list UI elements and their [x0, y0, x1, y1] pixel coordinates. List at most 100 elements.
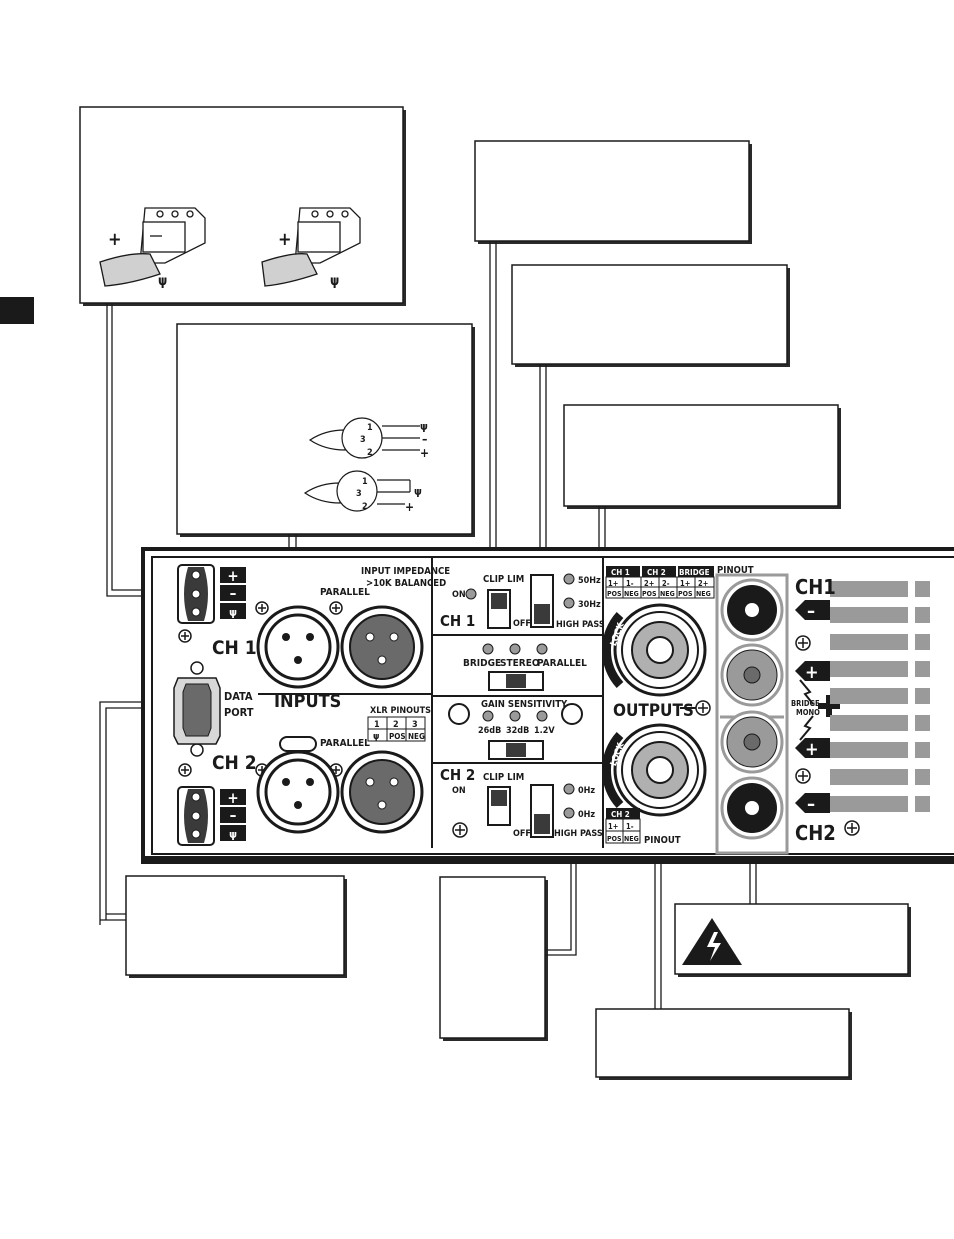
on-label-ch2: ON [452, 786, 466, 796]
binding-post-ch1-label: CH1 [795, 575, 836, 599]
high-pass-label-ch2: HIGH PASS [554, 829, 603, 839]
mode-leds [482, 643, 548, 655]
speakon-output-ch2[interactable] [602, 723, 707, 817]
callout-xlr-wiring: 1 3 2 ψ – + 1 3 2 ψ + [176, 323, 475, 537]
gain-32db: 32dB [506, 726, 529, 736]
binding-post-ch2-pos[interactable] [720, 710, 784, 774]
pinout-label-bottom: PINOUT [644, 835, 681, 846]
mode-stereo-label: STEREO [500, 658, 540, 669]
svg-text:1: 1 [362, 477, 368, 487]
parallel-label-ch1: PARALLEL [320, 587, 370, 598]
svg-text:ψ: ψ [414, 485, 422, 498]
ch1-section-label: CH 1 [440, 612, 475, 630]
svg-text:ψ: ψ [158, 274, 167, 289]
xlr-pin-pos: POS [389, 732, 406, 741]
gain-26db: 26dB [478, 726, 501, 736]
euroblock-input-ch2[interactable]: + – ψ [177, 786, 246, 846]
pin-cell: 1+ [608, 822, 618, 831]
xlr-pin-2: 2 [393, 720, 399, 730]
impedance-value-label: >10K BALANCED [366, 578, 446, 589]
mode-parallel-label: PARALLEL [537, 658, 587, 669]
mode-switch[interactable] [488, 671, 544, 691]
speakon-output-ch1[interactable] [602, 603, 707, 697]
euroblock-plug-icon [99, 207, 206, 287]
pinout-header-ch1: CH 1 [611, 568, 630, 577]
svg-text:+: + [420, 446, 429, 460]
pin-cell: 1- [626, 822, 634, 831]
high-pass-switch-ch1[interactable] [530, 574, 554, 628]
bridge-lightning-icon [799, 715, 814, 741]
speakon-pinout-table [605, 566, 715, 599]
xlr-parallel-ch2[interactable] [340, 750, 424, 834]
off-label-ch1: OFF [513, 619, 531, 629]
callout-clip-limiter [474, 140, 752, 244]
hp-30hz-led-ch1 [563, 597, 575, 609]
hz-label-ch2-a: 0Hz [578, 786, 595, 796]
xlr-pin-neg: NEG [408, 732, 425, 741]
speaker-wire-stripes [830, 581, 930, 812]
svg-text:+: + [805, 739, 819, 760]
ch1-input-label: CH 1 [212, 637, 257, 659]
xlr-parallel-ch1[interactable] [340, 605, 424, 689]
pin-cell: NEG [696, 590, 711, 598]
clip-limiter-switch-ch1[interactable] [487, 589, 511, 629]
callout-mode-switch [563, 404, 841, 509]
gain-knob-left[interactable] [448, 703, 470, 725]
binding-post-ch2-label: CH2 [795, 821, 836, 845]
binding-post-ch2-neg[interactable] [720, 776, 784, 840]
svg-text:–: – [230, 584, 237, 602]
svg-text:1: 1 [367, 423, 373, 433]
svg-text:+: + [227, 567, 238, 585]
bridge-mono-label-2: MONO [796, 708, 820, 717]
data-port-db9[interactable] [173, 661, 221, 757]
binding-post-ch1-pos[interactable] [720, 643, 784, 707]
pin-cell: NEG [660, 590, 675, 598]
binding-post-ch1-neg[interactable] [720, 578, 784, 642]
mode-bridge-label: BRIDGE [463, 658, 501, 669]
hp-50hz-led-ch1 [563, 573, 575, 585]
gain-leds [482, 710, 548, 722]
svg-text:ψ: ψ [229, 828, 237, 841]
hz50-label-ch1: 50Hz [578, 576, 601, 586]
callout-warning [674, 903, 911, 977]
gain-knob-right[interactable] [561, 703, 583, 725]
xlr-input-ch2-female[interactable] [256, 736, 340, 834]
svg-text:–: – [230, 806, 237, 824]
gain-switch[interactable] [488, 740, 544, 760]
svg-text:+: + [805, 662, 819, 683]
ch2-section-label: CH 2 [440, 766, 475, 784]
xlr-pin-1: 1 [374, 720, 380, 730]
clip-lim-label-ch2: CLIP LIM [483, 772, 524, 783]
svg-text:3: 3 [356, 489, 362, 499]
pin-cell: NEG [624, 835, 639, 843]
svg-text:+: + [278, 229, 292, 250]
speakon-pinout-table-ch2 [605, 808, 641, 844]
hp-led-ch2-a [563, 783, 575, 795]
svg-text:ψ: ψ [420, 420, 428, 433]
high-pass-label-ch1: HIGH PASS [556, 620, 605, 630]
pin-cell: 1+ [608, 579, 618, 588]
polarity-tags [795, 600, 830, 813]
data-port-label-1: DATA [224, 690, 253, 703]
xlr-input-ch1-female[interactable] [256, 605, 340, 689]
xlr-pinouts-label: XLR PINOUTS [370, 706, 431, 716]
callout-outputs [595, 1008, 852, 1080]
gain-sensitivity-label: GAIN SENSITIVITY [481, 699, 568, 710]
hp-led-ch2-b [563, 807, 575, 819]
svg-text:+: + [108, 229, 122, 250]
clip-limiter-switch-ch2[interactable] [487, 786, 511, 826]
pinout-label-top: PINOUT [717, 565, 754, 576]
bridge-lightning-icon [799, 679, 814, 705]
euroblock-input-ch1[interactable]: + – ψ [177, 564, 246, 624]
high-pass-switch-ch2[interactable] [530, 784, 554, 838]
xlr-plug-icon [308, 417, 420, 459]
callout-data-port [125, 875, 347, 978]
outputs-label: OUTPUTS [613, 701, 694, 721]
svg-text:–: – [807, 601, 815, 622]
svg-text:ψ: ψ [229, 606, 237, 619]
pin-cell: 1- [626, 579, 634, 588]
pin-cell: POS [642, 590, 657, 598]
pin-cell: POS [607, 590, 622, 598]
pin-cell: 1+ [680, 579, 690, 588]
